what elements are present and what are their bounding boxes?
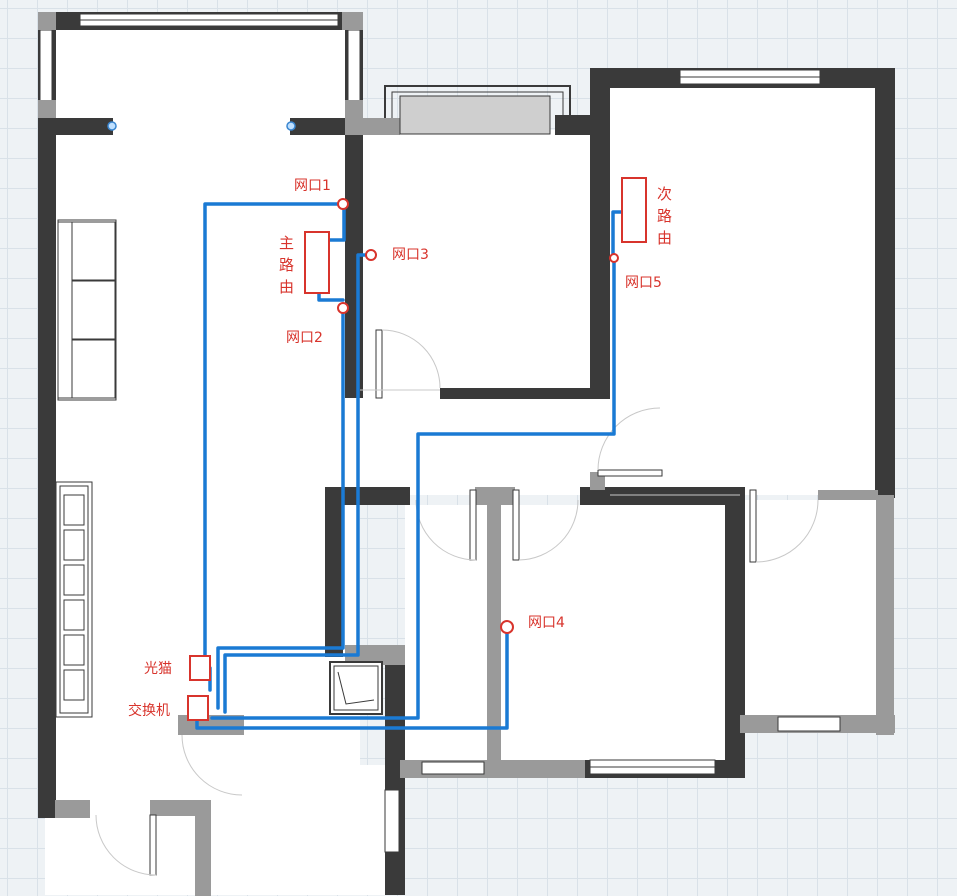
main-router-label-3: 由 bbox=[279, 278, 294, 296]
cable-to-port1 bbox=[203, 202, 345, 657]
port4-label: 网口4 bbox=[528, 615, 565, 631]
doors bbox=[95, 329, 819, 876]
cable-subrouter-port5 bbox=[611, 210, 624, 260]
cable-to-port5 bbox=[210, 256, 616, 720]
port4-marker bbox=[500, 620, 514, 634]
cable-router-port2 bbox=[317, 290, 345, 302]
wall-lights bbox=[107, 121, 296, 131]
utility-shaft bbox=[329, 661, 383, 715]
sub-router-label-2: 路 bbox=[657, 207, 672, 225]
cable-router-port1 bbox=[328, 204, 346, 242]
windows bbox=[384, 69, 841, 853]
cable-to-port3 bbox=[223, 253, 373, 714]
sub-router-label-3: 由 bbox=[657, 229, 672, 247]
sub-router bbox=[621, 177, 647, 243]
port3-label: 网口3 bbox=[392, 247, 429, 263]
port2-label: 网口2 bbox=[286, 330, 323, 346]
switch bbox=[187, 695, 209, 721]
balcony bbox=[38, 12, 363, 120]
port5-label: 网口5 bbox=[625, 275, 662, 291]
tv-cabinet bbox=[55, 481, 93, 718]
room-floors bbox=[45, 25, 885, 895]
cable-to-port2 bbox=[216, 306, 345, 710]
sub-router-label-1: 次 bbox=[657, 185, 672, 203]
port1-marker bbox=[337, 198, 349, 210]
devices bbox=[187, 177, 647, 721]
port3-marker bbox=[365, 249, 377, 261]
optical-modem-label: 光猫 bbox=[144, 661, 172, 677]
port5-marker bbox=[609, 253, 619, 263]
annotation-labels: 网口1 网口2 网口3 网口4 网口5 主 路 由 次 路 由 光猫 交换机 bbox=[128, 178, 672, 719]
port2-marker bbox=[337, 302, 349, 314]
main-router-label-2: 路 bbox=[279, 256, 294, 274]
port1-label: 网口1 bbox=[294, 178, 331, 194]
optical-modem bbox=[189, 655, 211, 681]
main-router-label-1: 主 bbox=[279, 234, 294, 252]
network-cables bbox=[195, 202, 624, 730]
port-markers bbox=[337, 198, 619, 634]
switch-label: 交换机 bbox=[128, 702, 170, 719]
main-router bbox=[304, 231, 330, 294]
sofa bbox=[57, 219, 117, 401]
